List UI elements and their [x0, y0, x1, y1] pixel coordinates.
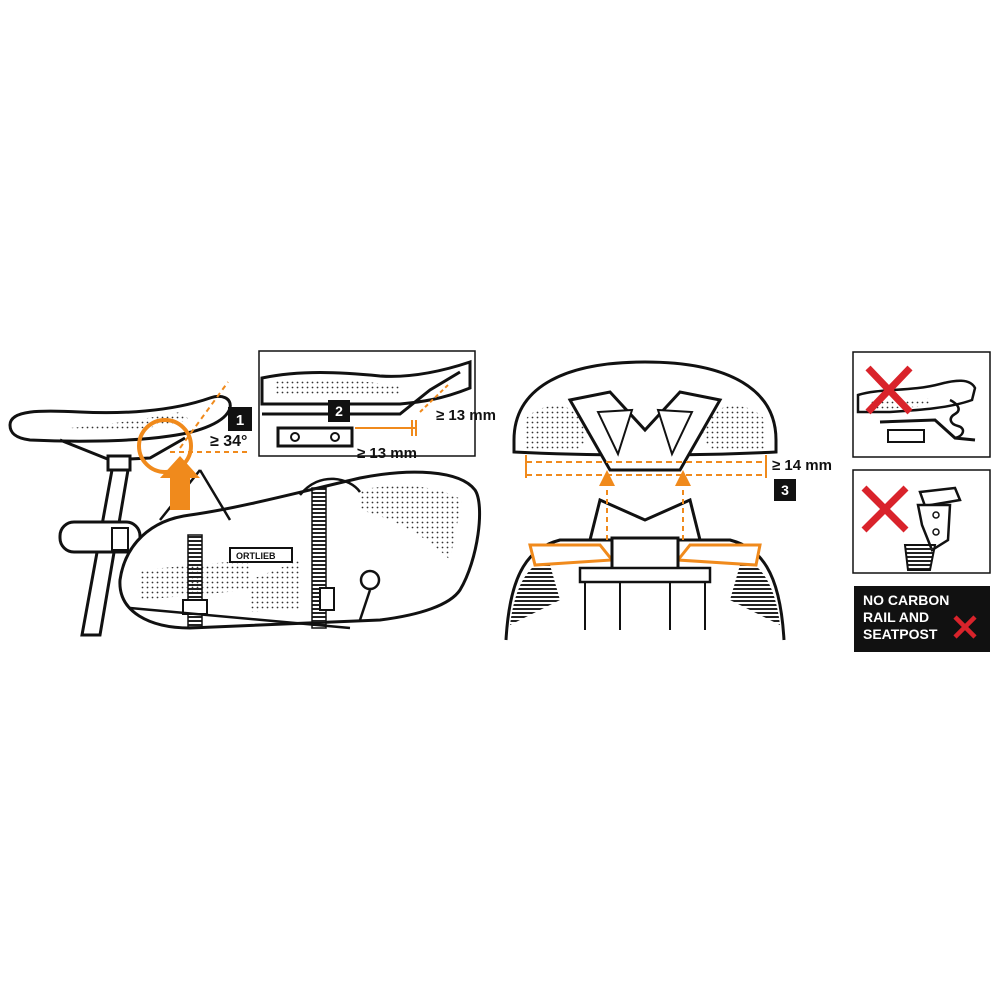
step-1-number: 1 — [236, 412, 244, 429]
step-3-number: 3 — [781, 482, 789, 498]
bag-rear-view — [504, 497, 786, 641]
warning-line-1: NO CARBON — [863, 592, 950, 608]
cross-icon — [865, 365, 913, 415]
saddle-side-view — [8, 394, 232, 472]
brand-mark-text: ORTLIEB — [236, 551, 276, 561]
cross-icon — [953, 615, 977, 639]
angle-indicator — [137, 381, 250, 510]
brand-logo: ORTLIEB — [229, 547, 293, 563]
carbon-rail-warning-panel — [852, 351, 991, 458]
step-3-badge: 3 — [774, 479, 796, 501]
step-2-number: 2 — [335, 403, 343, 419]
cross-icon — [861, 485, 909, 533]
step-2-badge: 2 — [328, 400, 350, 422]
rear-light — [58, 520, 142, 554]
step-1-badge: 1 — [228, 407, 252, 431]
saddle-rear-view — [512, 360, 778, 478]
saddle-bag — [118, 469, 482, 630]
clearance-label-horizontal: ≥ 13 mm — [357, 445, 417, 462]
no-carbon-warning: NO CARBON RAIL AND SEATPOST — [854, 586, 990, 652]
clearance-label-vertical: ≥ 13 mm — [436, 407, 496, 424]
angle-label: ≥ 34° — [210, 433, 247, 450]
rail-height-label: ≥ 14 mm — [772, 457, 832, 474]
spring-icon — [949, 398, 965, 440]
warning-line-2: RAIL AND — [863, 609, 930, 625]
warning-line-3: SEATPOST — [863, 626, 938, 642]
inset-box-step-2 — [258, 350, 476, 457]
lift-arrow-icon — [160, 456, 200, 510]
suspension-seatpost-warning-panel — [852, 469, 991, 574]
clamp-rails — [528, 470, 762, 584]
